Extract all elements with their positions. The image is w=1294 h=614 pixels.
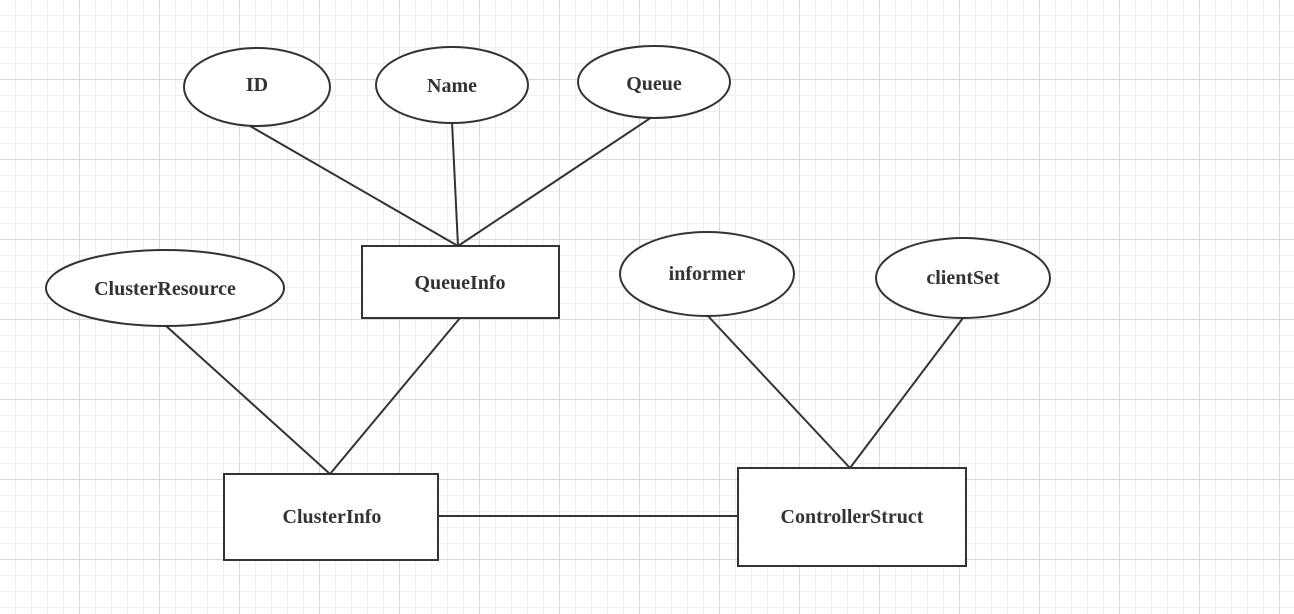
edge-clusterresource-clusterinfo	[164, 324, 331, 475]
entity-controller-struct-shape	[737, 467, 967, 567]
attribute-name-label: Name	[427, 75, 477, 97]
entity-queue-info-shape	[361, 245, 560, 319]
entity-controller-struct-label: ControllerStruct	[781, 506, 924, 528]
entity-cluster-info-shape	[223, 473, 439, 561]
attribute-informer-label: informer	[669, 263, 746, 285]
attribute-queue-shape	[577, 45, 731, 119]
entity-cluster-info-label: ClusterInfo	[283, 506, 382, 528]
attribute-cluster-resource-shape	[45, 249, 285, 327]
attribute-cluster-resource-label: ClusterResource	[94, 278, 236, 300]
entity-queue-info-label: QueueInfo	[414, 272, 505, 294]
attribute-name[interactable]: Name	[375, 46, 529, 124]
entity-queue-info[interactable]: QueueInfo	[361, 245, 560, 319]
edge-queue-queueinfo	[457, 116, 653, 247]
edge-id-queueinfo	[249, 125, 459, 247]
connectors	[164, 116, 964, 517]
attribute-cluster-resource[interactable]: ClusterResource	[45, 249, 285, 327]
entity-controller-struct[interactable]: ControllerStruct	[737, 467, 967, 567]
attribute-informer-shape	[619, 231, 795, 317]
attribute-queue-label: Queue	[626, 73, 682, 95]
edge-clientset-controllerstruct	[849, 317, 964, 469]
attribute-queue[interactable]: Queue	[577, 45, 731, 119]
edge-queueinfo-clusterinfo	[329, 317, 461, 475]
attribute-client-set-shape	[875, 237, 1051, 319]
attribute-id[interactable]: ID	[183, 47, 331, 127]
entity-cluster-info[interactable]: ClusterInfo	[223, 473, 439, 561]
attribute-name-shape	[375, 46, 529, 124]
edge-name-queueinfo	[451, 121, 459, 247]
edge-informer-controllerstruct	[707, 315, 851, 469]
attribute-id-shape	[183, 47, 331, 127]
attribute-informer[interactable]: informer	[619, 231, 795, 317]
attribute-client-set[interactable]: clientSet	[875, 237, 1051, 319]
attribute-id-label: ID	[246, 74, 268, 96]
attribute-client-set-label: clientSet	[926, 267, 1000, 289]
